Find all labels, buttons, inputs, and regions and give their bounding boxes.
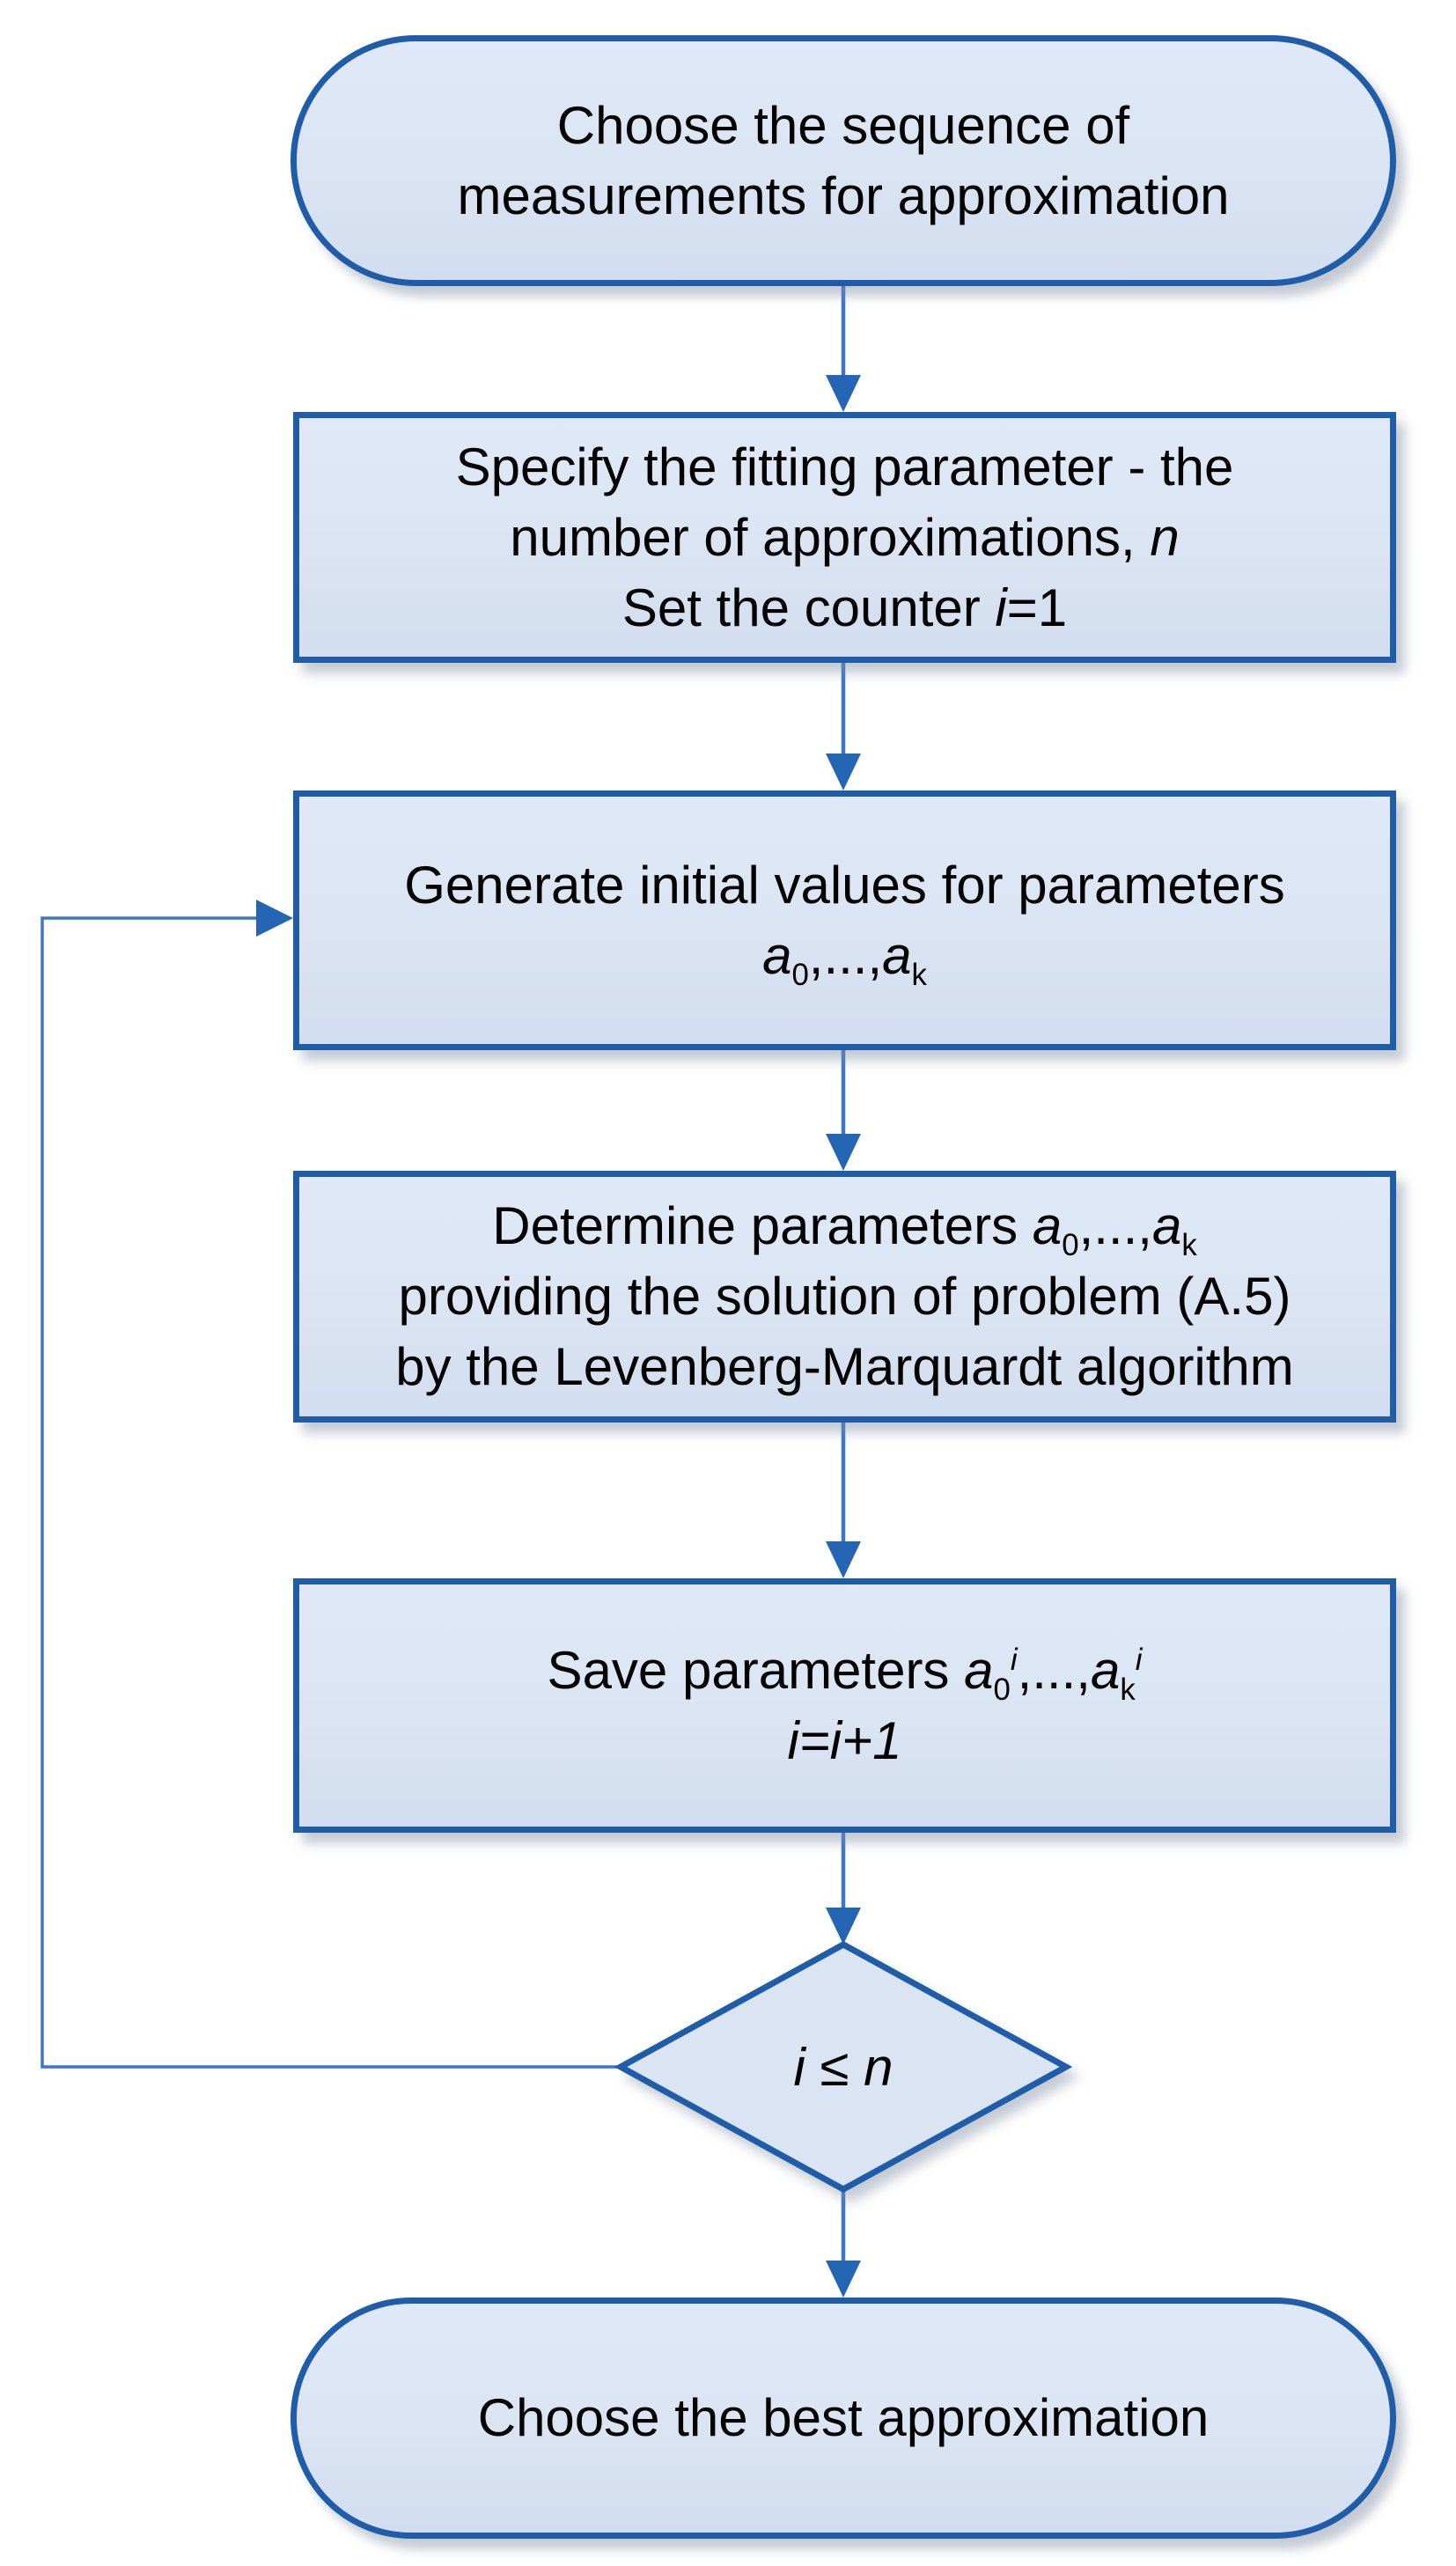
- connector-loopback: [40, 916, 621, 2069]
- decision-diamond-shape: [614, 1941, 1073, 2193]
- node-decision-label: i ≤ n: [793, 2037, 893, 2097]
- decision-diamond-polygon: [614, 1941, 1073, 2193]
- arrowhead-into-end-icon: [826, 2261, 861, 2298]
- arrowhead-into-save-icon: [826, 1541, 861, 1578]
- node-end-terminator: Choose the best approximation: [290, 2298, 1396, 2539]
- arrowhead-into-generate-icon: [826, 754, 861, 790]
- arrowhead-into-specify-icon: [826, 375, 861, 412]
- node-loop-decision: i ≤ n: [577, 1901, 1110, 2233]
- arrowhead-into-determine-icon: [826, 1134, 861, 1171]
- node-end-label: Choose the best approximation: [477, 2388, 1210, 2447]
- arrowhead-loopback-into-generate-icon: [256, 900, 293, 937]
